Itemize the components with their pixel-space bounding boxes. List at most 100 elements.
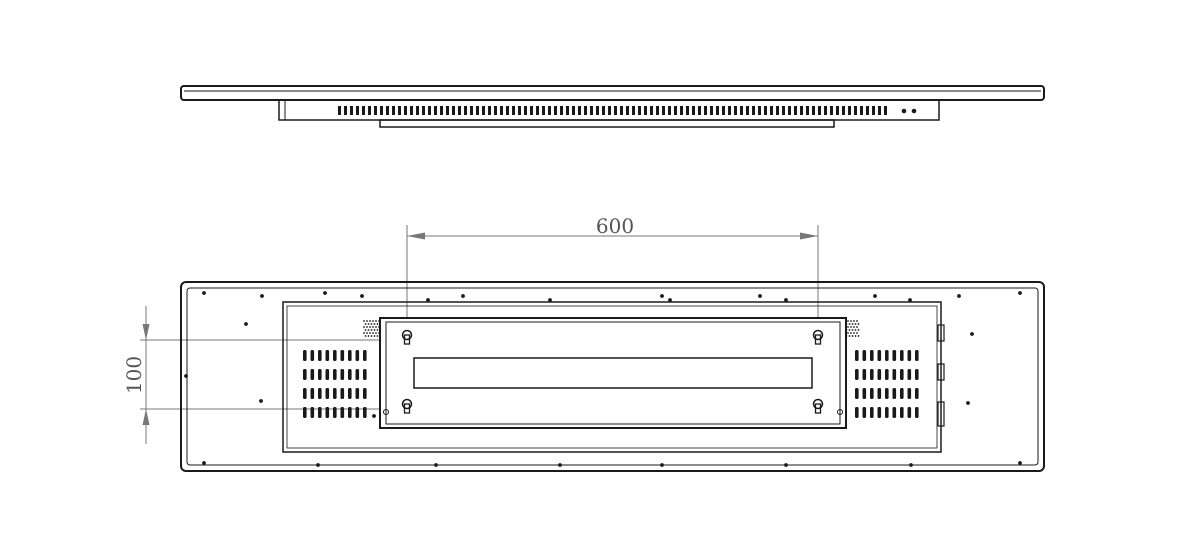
screw-hole	[784, 298, 788, 302]
vent-slot	[860, 106, 863, 115]
vent-slot	[866, 106, 869, 115]
vent-slot	[310, 407, 315, 418]
mesh-dot	[373, 335, 376, 337]
vent-slot	[638, 106, 641, 115]
vent-slot	[884, 106, 887, 115]
vent-slot	[900, 388, 904, 399]
vent-slot	[340, 369, 345, 380]
vent-slot	[340, 388, 345, 399]
mesh-dot	[366, 320, 368, 322]
dimension-vertical	[140, 306, 405, 444]
vent-slot	[870, 388, 874, 399]
mesh-dot	[367, 329, 370, 331]
mesh-dot	[856, 320, 858, 322]
mesh-dot	[851, 335, 854, 337]
vent-slot	[686, 106, 689, 115]
plate-pin-right	[837, 409, 843, 415]
vent-slot	[333, 369, 337, 380]
screw-hole	[784, 463, 788, 467]
vent-slot	[915, 369, 919, 380]
top-view-port-1	[901, 108, 907, 114]
vent-slot	[885, 369, 889, 380]
vent-slot	[470, 106, 473, 115]
vent-slot	[386, 106, 389, 115]
vent-slot	[325, 350, 330, 361]
vent-slot	[506, 106, 509, 115]
vent-slot	[644, 106, 647, 115]
vent-slot	[770, 106, 773, 115]
vent-slot	[363, 388, 367, 399]
vent-slot	[355, 369, 360, 380]
vent-slot	[303, 350, 307, 361]
plate-pin-left	[383, 409, 389, 415]
screw-hole	[434, 463, 438, 467]
vent-slot	[836, 106, 839, 115]
mesh-dot	[850, 326, 852, 328]
vent-slot	[494, 106, 497, 115]
vent-slot	[915, 350, 919, 361]
vent-slot	[355, 407, 360, 418]
mesh-dot	[847, 320, 849, 322]
mounting-plate-slot	[413, 357, 813, 389]
mesh-dot	[851, 329, 854, 331]
mesh-dot	[372, 326, 374, 328]
screw-hole	[957, 294, 961, 298]
mesh-dot	[363, 332, 365, 334]
dimension-arrow-right	[800, 232, 818, 240]
mesh-dot	[376, 329, 379, 331]
vent-slot	[416, 106, 419, 115]
vent-slot	[536, 106, 539, 115]
vent-slot	[428, 106, 431, 115]
vent-slot	[410, 106, 413, 115]
vent-slot	[788, 106, 791, 115]
vent-slot	[900, 369, 904, 380]
vent-slot	[363, 369, 367, 380]
vent-slot	[340, 407, 345, 418]
vent-slot	[782, 106, 785, 115]
vent-slot	[818, 106, 821, 115]
vent-slot	[554, 106, 557, 115]
vent-slot	[482, 106, 485, 115]
vent-slot	[608, 106, 611, 115]
mesh-dot	[373, 329, 376, 331]
vent-slot	[530, 106, 533, 115]
mesh-dot	[848, 335, 851, 337]
vent-slot	[870, 369, 874, 380]
vent-slot	[626, 106, 629, 115]
screw-hole	[548, 298, 552, 302]
vent-slot	[392, 106, 395, 115]
screw-hole	[908, 298, 912, 302]
vent-slot	[355, 388, 360, 399]
mesh-dot	[853, 332, 855, 334]
vent-slot	[325, 369, 330, 380]
vent-slot	[355, 350, 360, 361]
screw-hole	[461, 294, 465, 298]
mesh-dot	[856, 332, 858, 334]
vent-slot	[434, 106, 437, 115]
vent-slot	[356, 106, 359, 115]
vent-slot	[870, 350, 874, 361]
vent-slot	[800, 106, 803, 115]
vent-slot	[318, 350, 322, 361]
vent-slot	[900, 350, 904, 361]
back-view-rear-cover	[282, 301, 942, 453]
vent-slot	[892, 407, 897, 418]
vent-slot	[892, 350, 897, 361]
screw-hole	[758, 294, 762, 298]
vent-slot	[333, 388, 337, 399]
mesh-dot	[857, 335, 860, 337]
mesh-dot	[853, 326, 855, 328]
vent-slot	[848, 106, 851, 115]
screw-hole	[1018, 291, 1022, 295]
vent-slot	[680, 106, 683, 115]
vent-slot	[764, 106, 767, 115]
mesh-dot	[851, 323, 854, 325]
vent-slot	[794, 106, 797, 115]
vent-slot	[915, 407, 919, 418]
vent-slot	[310, 369, 315, 380]
back-view-outer-frame	[180, 281, 1045, 472]
screw-hole	[259, 399, 263, 403]
speaker-mesh-left	[363, 320, 382, 337]
vent-slot	[877, 407, 882, 418]
